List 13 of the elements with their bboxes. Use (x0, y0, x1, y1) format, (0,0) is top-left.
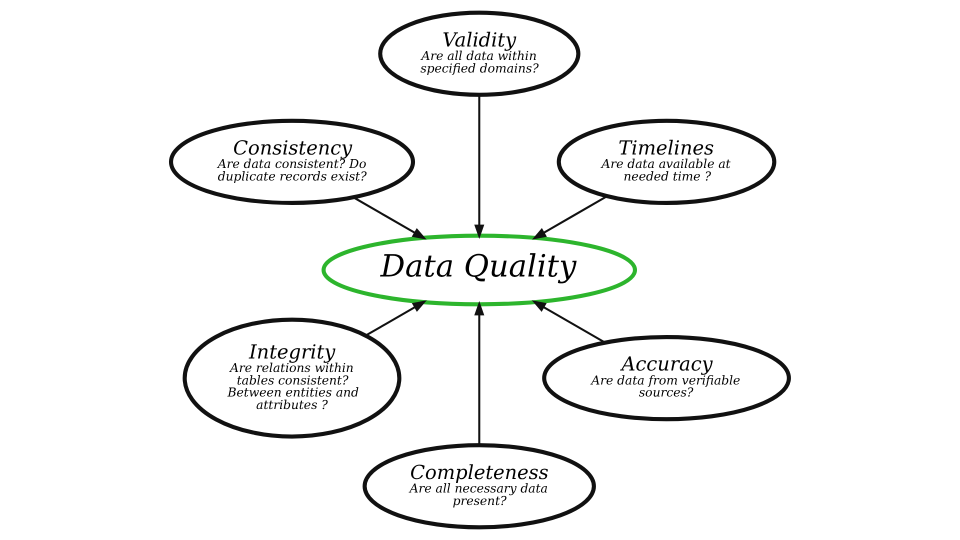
node-ellipse: Timelines Are data available at needed time ? (556, 118, 776, 205)
arrow (474, 301, 484, 445)
node-ellipse: Validity Are all data within specified domains? (378, 10, 580, 97)
arrow (365, 300, 427, 336)
arrow (532, 196, 608, 240)
arrow (532, 300, 606, 344)
node-ellipse: Consistency Are data consistent? Do duplicate records exist? (168, 118, 416, 205)
node-ellipse: Integrity Are relations within tables consistent? Between entities and attributes ? (182, 318, 402, 439)
node-ellipse: Accuracy Are data from verifiable sources? (542, 335, 791, 422)
node-ellipse: Completeness Are all necessary data present? (362, 443, 596, 530)
arrow (353, 196, 427, 240)
node-ellipse: Data Quality (322, 234, 638, 306)
arrow (474, 95, 484, 239)
